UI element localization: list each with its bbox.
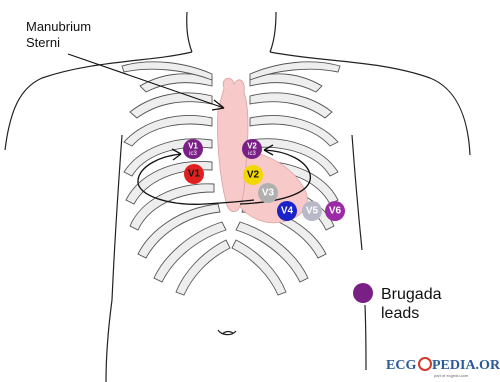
rib-cage bbox=[123, 73, 339, 296]
right-arm-line-lower bbox=[364, 304, 367, 371]
lead-v1: V1 bbox=[184, 164, 204, 184]
left-torso-line bbox=[105, 299, 113, 382]
logo-text-ecg: ECG bbox=[386, 358, 416, 373]
lead-v4-label: V4 bbox=[281, 206, 294, 217]
rib-left-3 bbox=[123, 115, 213, 147]
callout-label-line2: Sterni bbox=[26, 35, 60, 50]
ecgpedia-logo: ECG PEDIA.ORG part of ecgedu.com bbox=[386, 357, 500, 378]
lead-v5-label: V5 bbox=[306, 206, 319, 217]
rib-left-9 bbox=[175, 239, 231, 296]
logo-heart-icon bbox=[418, 357, 432, 371]
clavicle-left bbox=[121, 61, 213, 81]
callout-arrow-line bbox=[67, 53, 225, 109]
lead-v1-marker bbox=[184, 164, 204, 184]
rib-left-6 bbox=[129, 183, 215, 231]
neck-left bbox=[186, 11, 193, 53]
legend: Brugada leads bbox=[353, 283, 442, 322]
rib-right-1 bbox=[249, 73, 323, 93]
lead-v1-ic3-label: V1 bbox=[188, 142, 198, 151]
logo-tagline: part of ecgedu.com bbox=[434, 373, 469, 378]
lead-v1-label: V1 bbox=[188, 169, 201, 180]
lead-v4-marker bbox=[277, 201, 297, 221]
left-shoulder-line bbox=[4, 51, 193, 151]
lead-v3-marker bbox=[258, 183, 278, 203]
lead-v3-label: V3 bbox=[262, 188, 275, 199]
lead-v5-marker bbox=[302, 201, 322, 221]
lead-v3: V3 bbox=[258, 183, 278, 203]
lead-v6-marker bbox=[325, 201, 345, 221]
callout-label-line1: Manubrium bbox=[26, 19, 91, 34]
navel bbox=[217, 329, 237, 336]
rib-left-2 bbox=[129, 92, 213, 119]
torso-outline bbox=[4, 11, 471, 382]
neck-right bbox=[269, 11, 277, 53]
legend-label-line1: Brugada bbox=[381, 286, 442, 303]
rib-right-8 bbox=[235, 221, 309, 283]
sternum bbox=[217, 77, 249, 212]
arrow-right-loop-head bbox=[263, 144, 274, 156]
legend-label-line2: leads bbox=[381, 305, 419, 322]
rib-right-3 bbox=[249, 115, 339, 147]
rib-left-8 bbox=[153, 221, 227, 283]
lead-v2: V2 bbox=[243, 165, 263, 185]
lead-v2-ic3-sublabel: ic3 bbox=[248, 151, 256, 157]
lead-v2-ic3-marker bbox=[242, 139, 262, 159]
right-arm-line bbox=[351, 134, 363, 251]
lead-v4: V4 bbox=[277, 201, 297, 221]
rib-right-2 bbox=[249, 92, 333, 119]
lead-v6: V6 bbox=[325, 201, 345, 221]
right-shoulder-line bbox=[269, 51, 471, 156]
callout-arrow bbox=[67, 53, 225, 111]
callout-arrow-head bbox=[211, 99, 225, 111]
rib-left-1 bbox=[139, 73, 213, 93]
lead-v6-label: V6 bbox=[329, 206, 342, 217]
lead-v1-ic3-sublabel: ic3 bbox=[189, 151, 197, 157]
arrow-left-loop bbox=[137, 153, 255, 205]
clavicles bbox=[121, 61, 341, 81]
arrow-left-loop-head bbox=[171, 148, 182, 161]
left-arm-line bbox=[111, 134, 123, 301]
logo-text-pedia: PEDIA.ORG bbox=[432, 358, 500, 373]
lead-v2-ic3: V2 ic3 bbox=[242, 139, 262, 159]
lead-v2-ic3-label: V2 bbox=[247, 142, 257, 151]
lead-v1-ic3-marker bbox=[183, 139, 203, 159]
lead-v2-marker bbox=[243, 165, 263, 185]
rib-right-9 bbox=[231, 239, 287, 296]
lead-v5: V5 bbox=[302, 201, 322, 221]
lead-v2-label: V2 bbox=[247, 170, 260, 181]
clavicle-right bbox=[249, 61, 341, 81]
rib-left-7 bbox=[137, 203, 221, 259]
lead-v1-ic3: V1 ic3 bbox=[183, 139, 203, 159]
legend-brugada-marker bbox=[353, 283, 373, 303]
